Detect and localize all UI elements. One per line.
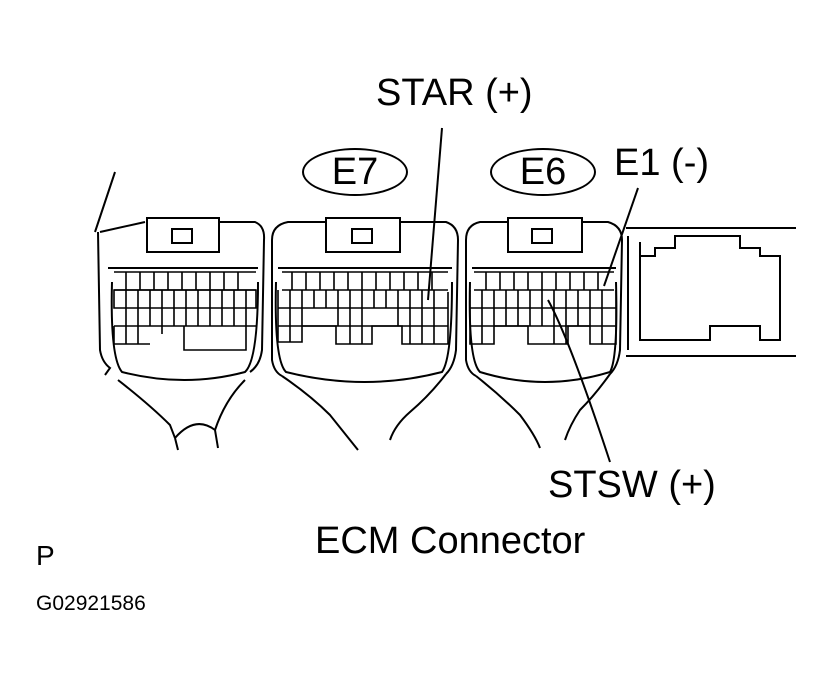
corner-mark: P bbox=[36, 540, 55, 571]
connector-left bbox=[94, 171, 266, 451]
leader-e1 bbox=[603, 187, 639, 287]
figure-code: G02921586 bbox=[36, 592, 146, 615]
leader-star bbox=[427, 127, 443, 301]
connector-tag-e7: E7 bbox=[302, 148, 408, 196]
diagram-title: ECM Connector bbox=[315, 520, 586, 562]
connector-e7 bbox=[271, 217, 460, 451]
pin-grids bbox=[113, 271, 617, 351]
connector-tag-e7-label: E7 bbox=[331, 150, 379, 193]
pin-grid-e6 bbox=[469, 271, 617, 345]
connector-tag-e6: E6 bbox=[490, 148, 596, 196]
connector-tag-e6-label: E6 bbox=[519, 150, 567, 193]
header-socket-right bbox=[626, 227, 796, 357]
callout-e1: E1 (-) bbox=[614, 142, 709, 184]
connector-e6 bbox=[465, 217, 624, 449]
leader-stsw bbox=[547, 299, 611, 463]
callout-star: STAR (+) bbox=[376, 72, 533, 114]
pin-grid-left bbox=[113, 271, 257, 351]
callout-stsw: STSW (+) bbox=[548, 464, 716, 506]
pin-grid-e7 bbox=[277, 271, 449, 345]
